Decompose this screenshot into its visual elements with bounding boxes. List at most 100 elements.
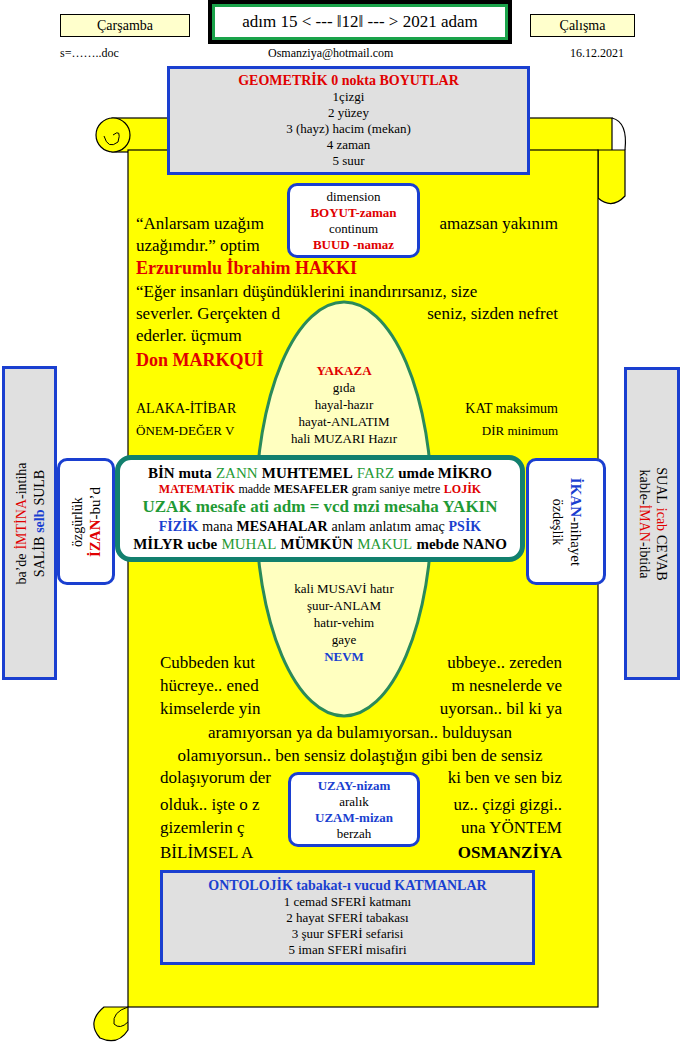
quote-text: seniz, sizden nefret (427, 304, 558, 324)
node-text: PSİK (449, 519, 482, 534)
text-line: NEVM (254, 648, 434, 665)
quote-text: ki ben ve sen biz (448, 768, 562, 788)
node-text: 1çizgi (333, 89, 365, 104)
text-line: berzah (294, 826, 414, 842)
text-line: 3 şuur SFERİ sefarisi (167, 926, 528, 942)
text-line: Çalışma (531, 17, 634, 34)
node-text: YAKAZA (316, 363, 371, 378)
quote-text: Erzurumlu İbrahim HAKKI (136, 258, 357, 280)
quote-text: hücreye.. ened (160, 676, 259, 696)
quote-text: ubbeye.. zereden (447, 653, 562, 673)
node-text: hayat-ANLATIM (299, 414, 390, 429)
quote-text: DİR minimum (482, 423, 558, 439)
node-text: ba’de (13, 553, 28, 584)
node-text: gıda (333, 380, 355, 395)
node-text: 3 (hayz) hacim (mekan) (286, 121, 411, 136)
text-line: hayat-ANLATIM (254, 413, 434, 430)
side-box: özgürlükİZAN-bu’d (57, 458, 115, 585)
dimensions-box: GEOMETRİK 0 nokta BOYUTLAR1çizgi2 yüzey3… (167, 66, 530, 175)
node-text: özgürlük (69, 497, 84, 547)
quote-text: una YÖNTEM (461, 818, 562, 838)
node-text: ZANN (216, 465, 258, 481)
quote-text: dolaşıyorum der (160, 768, 271, 788)
node-text: amaç (415, 519, 445, 534)
quote-text: KAT maksimum (465, 401, 558, 418)
text-line: SALİB selb SULB (30, 369, 47, 677)
node-text: SULB (31, 469, 46, 505)
quote-text: OSMANZİYA (458, 843, 562, 863)
text-line: 1çizgi (174, 89, 523, 105)
text-line: hayal-hazır (254, 396, 434, 413)
day-banner: Çarşamba (60, 14, 190, 37)
node-text: ONTOLOJİK tabakat-ı vucud KATMANLAR (208, 878, 486, 893)
text-line: 2 hayat SFERİ tabakası (167, 910, 528, 926)
quote-text: uz.. çizgi gizgi.. (453, 795, 562, 815)
text-line: MİLYR ucbeMUHALMÜMKÜNMAKULmebde NANO (123, 535, 517, 553)
quote-text: uyorsan.. bil ki ya (440, 699, 562, 719)
title-box: adım 15 < --- ‖12‖ --- > 2021 adam (208, 0, 512, 44)
quote-text: “Eğer insanları düşündüklerini inandırır… (136, 282, 477, 302)
node-text: Çalışma (560, 18, 606, 33)
node-text: NEVM (324, 649, 364, 664)
scroll-bottom-curl (94, 1007, 128, 1041)
node-text: SUAL (653, 467, 668, 504)
text-line: 2 yüzey (174, 105, 523, 121)
node-text: 1 cemad SFERİ katmanı (284, 894, 411, 909)
rotated-text: özgürlükİZAN-bu’d (60, 461, 112, 582)
node-text: aralık (339, 794, 369, 809)
node-text: MESAHALAR (237, 519, 328, 534)
node-text: özdeşlik (549, 498, 564, 545)
node-text: İMTİNA (13, 499, 28, 550)
quote-text: severler. Gerçekten d (136, 304, 280, 324)
quote-text: gizemlerin ç (160, 818, 245, 838)
node-text: kable- (636, 469, 651, 504)
node-text: GEOMETRİK 0 nokta BOYUTLAR (238, 73, 459, 88)
text-line: özdeşlik (548, 461, 565, 582)
node-text: MUHTEMEL (262, 465, 353, 481)
text-line: Çarşamba (61, 17, 189, 34)
node-text: gaye (332, 632, 357, 647)
node-text: UZAY-nizam (318, 778, 391, 793)
node-text: madde (238, 482, 270, 496)
rotated-text: ba’deİMTİNA-intihaSALİBselbSULB (5, 369, 54, 677)
text-line: hatır-vehim (254, 614, 434, 631)
node-text: mana (202, 519, 232, 534)
space-box: UZAY-nizamaralıkUZAM-mizanberzah (288, 772, 420, 847)
node-text: şuur-ANLAM (307, 598, 381, 613)
node-text: umde MİKRO (398, 465, 492, 481)
work-banner: Çalışma (530, 14, 635, 37)
scroll-curl-spiral (104, 133, 119, 145)
quote-text: ÖNEM-DEĞER V (136, 423, 234, 439)
node-text: hayal-hazır (315, 397, 373, 412)
node-text: MUHAL (221, 536, 276, 552)
quote-text: Don MARKQUİ (136, 350, 264, 372)
quote-text: olduk.. işte o z (160, 795, 260, 815)
text-line: kable-İMAN-ibtida (635, 370, 652, 677)
text-line: gaye (254, 631, 434, 648)
quote-text: Osmanziya@hotmail.com (268, 46, 393, 60)
node-text: UZAK mesafe ati adm = vcd mzi mesaha YAK… (142, 497, 497, 516)
quote-text: kimselerde yin (160, 699, 261, 719)
node-text: SALİB (31, 536, 46, 576)
scroll-right-curl (598, 150, 625, 204)
text-line: UZAY-nizam (294, 778, 414, 794)
node-text: mebde NANO (416, 536, 506, 552)
node-text: 3 şuur SFERİ sefarisi (292, 926, 404, 941)
text-line: continum (293, 221, 414, 237)
node-text: adım 15 < --- ‖12‖ --- > 2021 adam (242, 12, 478, 31)
text-line: MATEMATİKmaddeMESAFELERgram saniye metre… (123, 482, 517, 497)
node-text: -bu’d (86, 487, 102, 520)
quote-text: 16.12.2021 (570, 46, 624, 60)
quote-text: Cubbeden kut (160, 653, 255, 673)
text-line: hali MUZARI Hazır (254, 430, 434, 447)
quote-text: m nesnelerde ve (452, 676, 562, 696)
node-text: İKAN (567, 477, 583, 516)
quote-text: aramıyorsan ya da bulamıyorsan.. bulduys… (208, 723, 512, 743)
text-line: 5 iman SFERİ misafiri (167, 942, 528, 958)
text-line: 4 zaman (174, 137, 523, 153)
quote-text: s=……..doc (60, 46, 119, 60)
node-text: selb (31, 509, 46, 532)
node-text: 5 suur (332, 153, 364, 168)
text-line: 5 suur (174, 153, 523, 169)
text-line: aralık (294, 794, 414, 810)
